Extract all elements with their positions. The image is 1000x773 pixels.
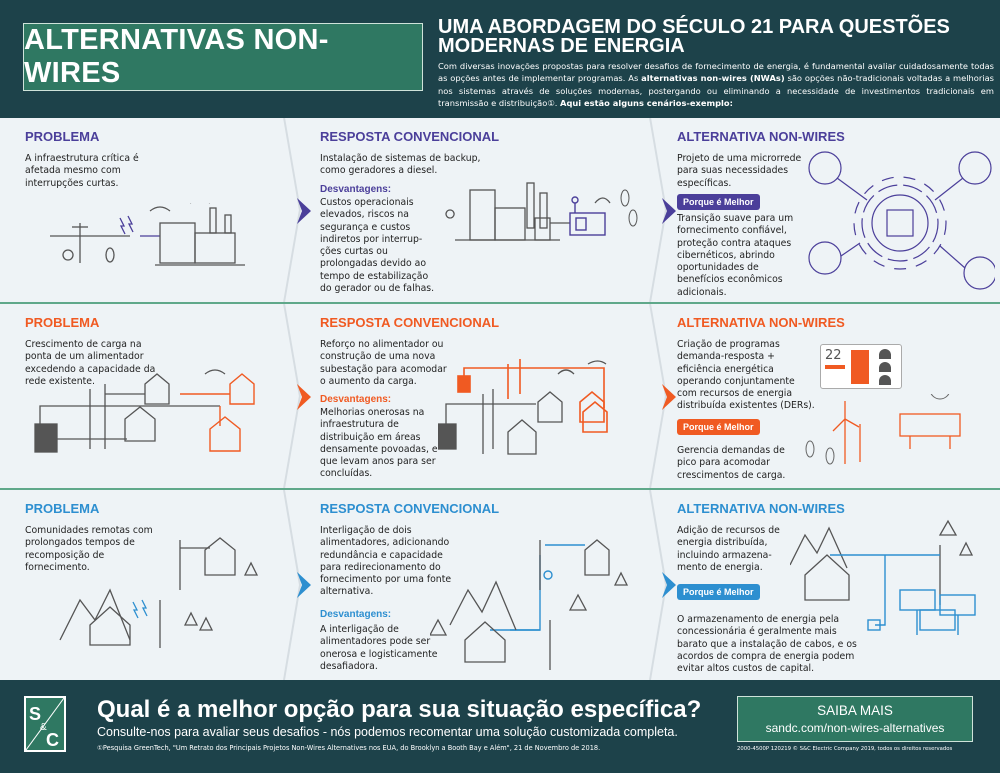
alternative-heading: ALTERNATIVA NON-WIRES xyxy=(677,501,845,516)
feeder-load-illustration xyxy=(34,369,255,453)
problem-heading: PROBLEMA xyxy=(25,501,100,516)
alternative-text: Projeto de uma microrrede para suas nece… xyxy=(677,153,802,189)
chevron-right-icon xyxy=(662,384,676,410)
intro-text: Com diversas inovações propostas para re… xyxy=(438,61,994,109)
learn-more-url[interactable]: sandc.com/non-wires-alternatives xyxy=(765,721,945,735)
scenario-row-2: PROBLEMA Crescimento de carga na ponta d… xyxy=(0,304,1000,490)
why-better-text: O armazenamento de energia pela concessi… xyxy=(677,614,857,675)
conventional-text: Instalação de sistemas de backup, como g… xyxy=(320,153,481,177)
disadvantages-text: A interligação de alimentadores pode ser… xyxy=(320,624,438,672)
conventional-heading: RESPOSTA CONVENCIONAL xyxy=(320,501,500,516)
feeder-tie-illustration xyxy=(430,539,629,670)
factory-outage-illustration xyxy=(50,203,245,266)
sandc-logo: S&C xyxy=(24,696,66,752)
problem-text: Comunidades remotas com prolongados temp… xyxy=(25,525,153,573)
learn-more-title: SAIBA MAIS xyxy=(817,703,893,718)
disadvantages-label: Desvantagens: xyxy=(320,394,392,405)
why-better-badge: Porque é Melhor xyxy=(677,584,760,600)
disadvantages-label: Desvantagens: xyxy=(320,609,392,620)
divider xyxy=(649,118,667,302)
disadvantages-label: Desvantagens: xyxy=(320,184,392,195)
footer: S&C Qual é a melhor opção para sua situa… xyxy=(0,680,1000,773)
why-better-text: Gerencia demandas de pico para acomodar … xyxy=(677,445,786,481)
footnote: ①Pesquisa GreenTech, "Um Retrato dos Pri… xyxy=(97,744,601,752)
wind-solar-illustration xyxy=(805,394,961,465)
problem-text: Crescimento de carga na ponta de um alim… xyxy=(25,339,156,387)
alternative-heading: ALTERNATIVA NON-WIRES xyxy=(677,129,845,144)
problem-heading: PROBLEMA xyxy=(25,315,100,330)
chevron-right-icon xyxy=(297,572,311,598)
backup-generator-illustration xyxy=(445,182,638,241)
remote-community-illustration xyxy=(59,537,259,648)
chevron-right-icon xyxy=(297,384,311,410)
disadvantages-text: Custos operacionais elevados, riscos na … xyxy=(320,197,435,295)
alternative-text: Adição de recursos de energia distribuíd… xyxy=(677,525,780,573)
why-better-badge: Porque é Melhor xyxy=(677,419,760,435)
divider xyxy=(649,304,667,488)
svg-text:C: C xyxy=(46,730,59,750)
divider xyxy=(283,490,302,680)
divider xyxy=(649,490,668,680)
microgrid-illustration xyxy=(808,151,995,290)
disadvantages-text: Melhorias onerosas na infraestrutura de … xyxy=(320,407,438,480)
chevron-right-icon xyxy=(662,198,676,224)
divider xyxy=(283,118,301,302)
thermostat-reading: 22 xyxy=(825,348,842,363)
energy-storage-illustration xyxy=(790,519,976,635)
conventional-text: Reforço no alimentador ou construção de … xyxy=(320,339,447,387)
title-badge: ALTERNATIVAS NON-WIRES xyxy=(23,23,423,91)
substation-upgrade-illustration xyxy=(438,359,608,455)
smart-thermostat-panel: 22 xyxy=(820,344,902,389)
learn-more-button[interactable]: SAIBA MAIS sandc.com/non-wires-alternati… xyxy=(737,696,973,742)
scenario-row-3: PROBLEMA Comunidades remotas com prolong… xyxy=(0,490,1000,680)
why-better-badge: Porque é Melhor xyxy=(677,194,760,210)
problem-text: A infraestrutura crítica é afetada mesmo… xyxy=(25,153,139,189)
svg-text:S: S xyxy=(29,704,41,724)
copyright: 2000-4500P 120219 © S&C Electric Company… xyxy=(737,746,953,752)
divider xyxy=(283,304,301,488)
svg-text:&: & xyxy=(40,722,47,733)
alternative-text: Criação de programas demanda-resposta + … xyxy=(677,339,815,412)
conventional-text: Interligação de dois alimentadores, adic… xyxy=(320,525,452,598)
problem-heading: PROBLEMA xyxy=(25,129,100,144)
conventional-heading: RESPOSTA CONVENCIONAL xyxy=(320,129,500,144)
chevron-right-icon xyxy=(297,198,311,224)
conventional-heading: RESPOSTA CONVENCIONAL xyxy=(320,315,500,330)
chevron-right-icon xyxy=(662,572,676,598)
scenario-row-1: PROBLEMA A infraestrutura crítica é afet… xyxy=(0,118,1000,304)
footer-question: Qual é a melhor opção para sua situação … xyxy=(97,696,702,723)
footer-subtext: Consulte-nos para avaliar seus desafios … xyxy=(97,725,678,739)
page-heading: UMA ABORDAGEM DO SÉCULO 21 PARA QUESTÕES… xyxy=(438,16,950,57)
why-better-text: Transição suave para um fornecimento con… xyxy=(677,213,794,298)
alternative-heading: ALTERNATIVA NON-WIRES xyxy=(677,315,845,330)
main-title: ALTERNATIVAS NON-WIRES xyxy=(24,24,329,89)
header: ALTERNATIVAS NON-WIRES UMA ABORDAGEM DO … xyxy=(0,0,1000,118)
